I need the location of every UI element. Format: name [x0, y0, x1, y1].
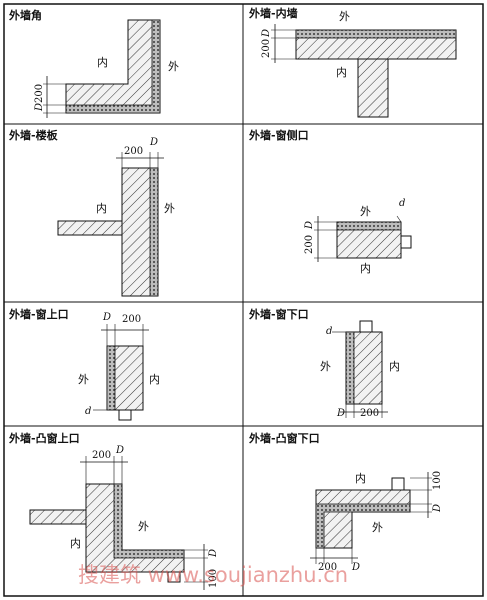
dimension-label: 200 [360, 408, 379, 419]
insulation-layer [295, 29, 457, 39]
window-frame [359, 320, 373, 333]
dimension-label: 200 [124, 146, 143, 157]
dimension-label: D [149, 137, 158, 148]
dimension-label: 100 [208, 569, 219, 588]
dimension-label: D [34, 103, 45, 112]
dimension-label: 200 [34, 84, 45, 103]
panel-grid [3, 3, 484, 597]
zone-outside-label: 外 [372, 521, 383, 534]
dimension-label: D [351, 562, 360, 573]
zone-outside-label: 外 [339, 10, 350, 23]
zone-inside-label: 内 [336, 65, 347, 79]
panel-title: 外墙角 [8, 8, 42, 22]
panel-title: 外墙-窗下口 [248, 307, 309, 321]
dimension-label: 200 [318, 562, 337, 573]
zone-inside-label: 内 [70, 536, 81, 550]
insulation-layer [113, 483, 185, 559]
panel-outer-wall-inner-wall: 外墙-内墙 外 内 D 200 [248, 6, 457, 118]
wall-section [65, 19, 161, 114]
insulation-layer [149, 167, 159, 297]
wall-section [357, 58, 389, 118]
dimension-label: d [85, 406, 91, 417]
panel-outer-wall-window-head: 外墙-窗上口 外 内 D 200 d [8, 307, 160, 421]
dimension-label: 200 [304, 235, 315, 254]
dimension-label: D [336, 408, 345, 419]
panel-title: 外墙-凸窗上口 [8, 431, 80, 445]
zone-outside-label: 外 [78, 373, 89, 386]
zone-inside-label: 内 [360, 261, 371, 275]
dimension-label: D [115, 445, 124, 456]
zone-inside-label: 内 [149, 372, 160, 386]
dimension-label: d [399, 198, 405, 209]
dimension-label: D [304, 221, 315, 230]
insulation-layer [336, 221, 402, 231]
panel-title: 外墙-窗上口 [8, 307, 69, 321]
dimension-label: 200 [122, 314, 141, 325]
zone-outside-label: 外 [164, 202, 175, 215]
insulation-layer [345, 331, 355, 405]
dimension-label: D [261, 29, 272, 38]
wall-section [85, 483, 185, 573]
floor-slab [29, 509, 87, 525]
zone-inside-label: 内 [96, 201, 107, 215]
dimension-label: 200 [92, 450, 111, 461]
panel-title: 外墙-楼板 [8, 128, 59, 142]
panel-outer-wall-window-side: 外墙-窗侧口 外 内 d D 200 [248, 128, 412, 275]
floor-slab [57, 220, 123, 236]
panel-title: 外墙-凸窗下口 [248, 431, 320, 445]
insulation-layer [106, 345, 116, 411]
dimension-label: D [208, 549, 219, 558]
dimension-label: 200 [261, 39, 272, 58]
zone-outside-label: 外 [168, 60, 179, 73]
dimension-label: d [326, 326, 332, 337]
panel-title: 外墙-窗侧口 [248, 128, 309, 142]
dimension-label: 100 [432, 471, 443, 490]
window-frame [391, 477, 405, 491]
window-frame [167, 571, 181, 583]
zone-outside-label: 外 [138, 520, 149, 533]
panel-outer-wall-bay-window-sill: 外墙-凸窗下口 内 外 100 D 200 D [248, 431, 443, 573]
dimension-label: D [102, 312, 111, 323]
wall-section [315, 489, 411, 549]
panel-title: 外墙-内墙 [248, 6, 298, 20]
zone-inside-label: 内 [389, 359, 400, 373]
panel-outer-wall-corner: 外墙角 内 外 D 200 [8, 8, 179, 118]
panel-outer-wall-floor-slab: 外墙-楼板 内 外 200 D [8, 128, 175, 297]
watermark-text: 搜建筑 www.soujianzhu.cn [78, 563, 348, 587]
zone-outside-label: 外 [320, 360, 331, 373]
zone-inside-label: 内 [355, 471, 366, 485]
zone-inside-label: 内 [97, 55, 108, 69]
zone-outside-label: 外 [360, 205, 371, 218]
window-frame [400, 235, 412, 249]
dimension-label: D [432, 504, 443, 513]
window-frame [118, 409, 132, 421]
panel-outer-wall-window-sill: 外墙-窗下口 外 内 d D 200 [248, 307, 400, 419]
panel-outer-wall-bay-window-head: 外墙-凸窗上口 内 外 200 D D 100 [8, 431, 219, 590]
